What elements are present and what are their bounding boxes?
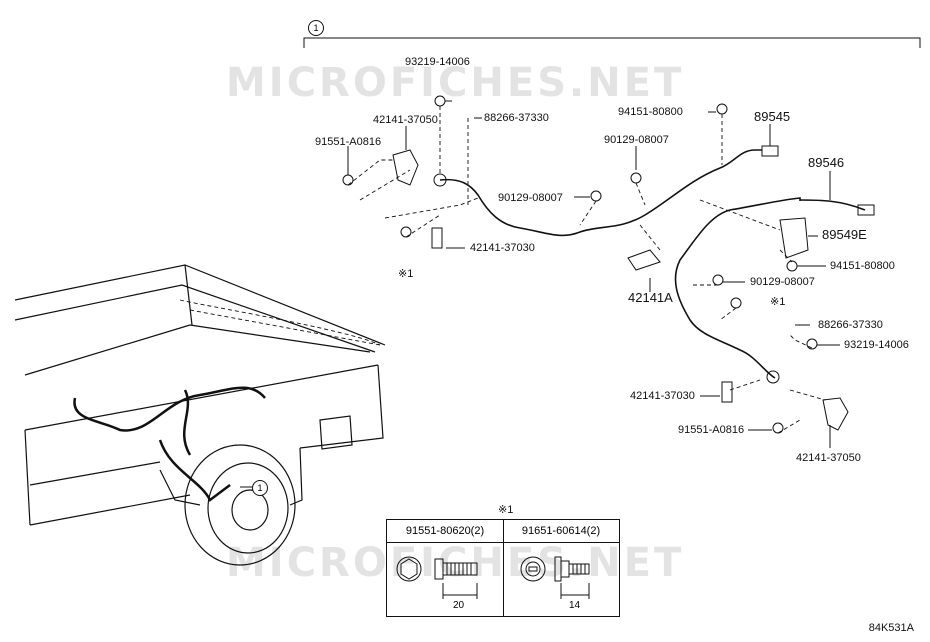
label-91551-a0816-right[interactable]: 91551-A0816 [678, 424, 745, 436]
rear-wheel [184, 444, 296, 566]
note-marker-table: ※1 [498, 504, 514, 516]
fastener-col-2-length: 14 [569, 600, 581, 611]
truck-harness [73, 386, 266, 432]
fastener-col-1-header[interactable]: 91551-80620(2) [387, 520, 503, 543]
watermark-top: MICROFICHES.NET [226, 60, 685, 106]
connector-89545 [761, 145, 779, 157]
label-42141-37030-right[interactable]: 42141-37030 [630, 390, 695, 402]
label-93219-14006-right[interactable]: 93219-14006 [844, 339, 909, 351]
label-90129-08007-top[interactable]: 90129-08007 [604, 134, 669, 146]
fastener-col-2: 91651-60614(2) 14 [503, 520, 619, 616]
label-88266-37330-right[interactable]: 88266-37330 [818, 319, 883, 331]
connector-89546 [857, 204, 875, 216]
fastener-col-2-header[interactable]: 91651-60614(2) [503, 520, 619, 543]
label-89546[interactable]: 89546 [808, 155, 845, 170]
fastener-col-1-length: 20 [453, 600, 465, 611]
label-88266-37330-top[interactable]: 88266-37330 [484, 112, 549, 124]
note-marker-left: ※1 [398, 268, 414, 280]
label-94151-80800-right[interactable]: 94151-80800 [830, 260, 895, 272]
truck-harness-callout: 1 [252, 480, 268, 496]
flange-bolt-drawing [396, 556, 478, 599]
figure-code: 84K531A [868, 622, 914, 634]
harness-89546 [674, 197, 801, 379]
label-94151-80800-top[interactable]: 94151-80800 [618, 106, 683, 118]
washer-bolt-drawing [520, 556, 590, 599]
label-91551-a0816-top[interactable]: 91551-A0816 [315, 136, 382, 148]
label-93219-14006-top[interactable]: 93219-14006 [405, 56, 470, 68]
label-90129-08007-mid[interactable]: 90129-08007 [498, 192, 563, 204]
label-89545[interactable]: 89545 [754, 109, 791, 124]
harness-89545 [439, 149, 762, 237]
label-42141-37050-right[interactable]: 42141-37050 [796, 452, 861, 464]
group-bracket [303, 37, 921, 48]
note-marker-right: ※1 [770, 296, 786, 308]
label-89549e[interactable]: 89549E [822, 227, 867, 242]
label-42141a[interactable]: 42141A [628, 290, 673, 305]
fastener-col-1: 91551-80620(2) 20 [387, 520, 504, 616]
label-42141-37030-left[interactable]: 42141-37030 [470, 242, 535, 254]
label-90129-08007-right[interactable]: 90129-08007 [750, 276, 815, 288]
truck-bed [14, 264, 386, 526]
label-42141-37050-top[interactable]: 42141-37050 [373, 114, 438, 126]
group-callout: 1 [308, 20, 324, 36]
fastener-table: 91551-80620(2) 20 91651-60614(2) [386, 519, 620, 617]
